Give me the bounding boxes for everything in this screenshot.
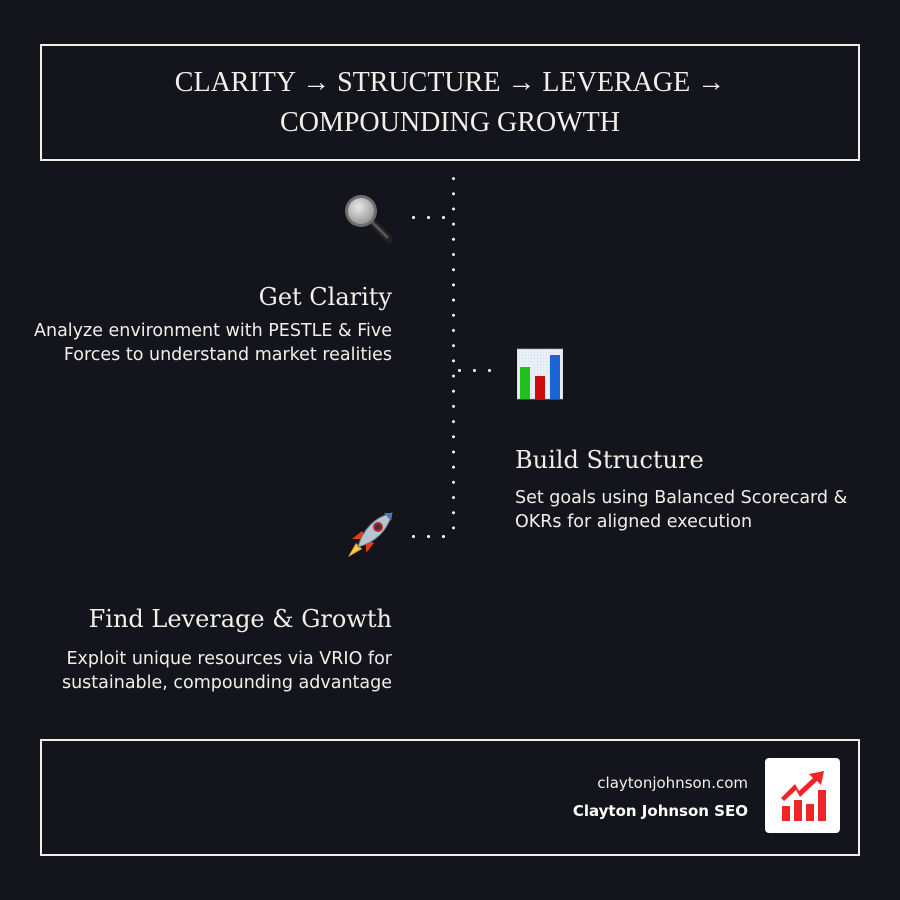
rocket-icon xyxy=(344,509,396,561)
page-title: CLARITY → STRUCTURE → LEVERAGE → COMPOUN… xyxy=(174,66,726,138)
connector-step-2 xyxy=(452,369,500,372)
bar-chart-icon xyxy=(516,347,564,401)
connector-step-1 xyxy=(406,216,454,219)
connector-step-3 xyxy=(406,535,454,538)
footer-website-link[interactable]: claytonjohnson.com xyxy=(597,774,748,792)
footer-box: claytonjohnson.com Clayton Johnson SEO xyxy=(40,739,860,856)
step-title-leverage: Find Leverage & Growth xyxy=(88,605,392,633)
step-desc-structure: Set goals using Balanced Scorecard & OKR… xyxy=(515,488,848,532)
timeline-dotted-line xyxy=(452,171,455,541)
title-box: CLARITY → STRUCTURE → LEVERAGE → COMPOUN… xyxy=(40,44,860,161)
step-desc-leverage: Exploit unique resources via VRIO for su… xyxy=(61,649,392,693)
growth-chart-logo-icon xyxy=(765,758,840,833)
step-desc-clarity: Analyze environment with PESTLE & Five F… xyxy=(34,321,392,365)
step-title-structure: Build Structure xyxy=(515,446,704,474)
footer-brand-name: Clayton Johnson SEO xyxy=(572,802,748,820)
magnifying-glass-icon xyxy=(342,192,394,244)
step-title-clarity: Get Clarity xyxy=(258,283,392,311)
